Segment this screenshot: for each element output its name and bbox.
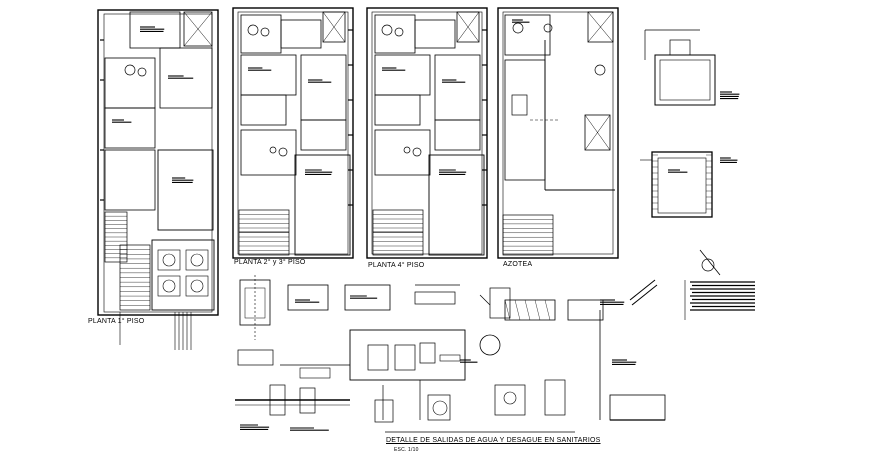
plan-roof (497, 7, 619, 259)
detail-title: DETALLE DE SALIDAS DE AGUA Y DESAGUE EN … (386, 437, 601, 444)
plan-label-roof: AZOTEA (503, 261, 533, 268)
tank-details (600, 29, 755, 320)
plan-label-floor-4: PLANTA 4° PISO (368, 262, 425, 269)
plan-label-floor-1: PLANTA 1° PISO (88, 318, 145, 325)
plan-floor-1 (97, 9, 219, 350)
plan-floor-2-3 (232, 7, 354, 259)
detail-scale: ESC. 1/10 (394, 447, 419, 453)
sanitary-details (235, 275, 666, 433)
plan-label-floor-2-3: PLANTA 2° y 3° PISO (234, 259, 306, 266)
plan-floor-4 (366, 7, 488, 259)
details-layer (235, 29, 755, 433)
floor-plans-layer (97, 7, 619, 350)
